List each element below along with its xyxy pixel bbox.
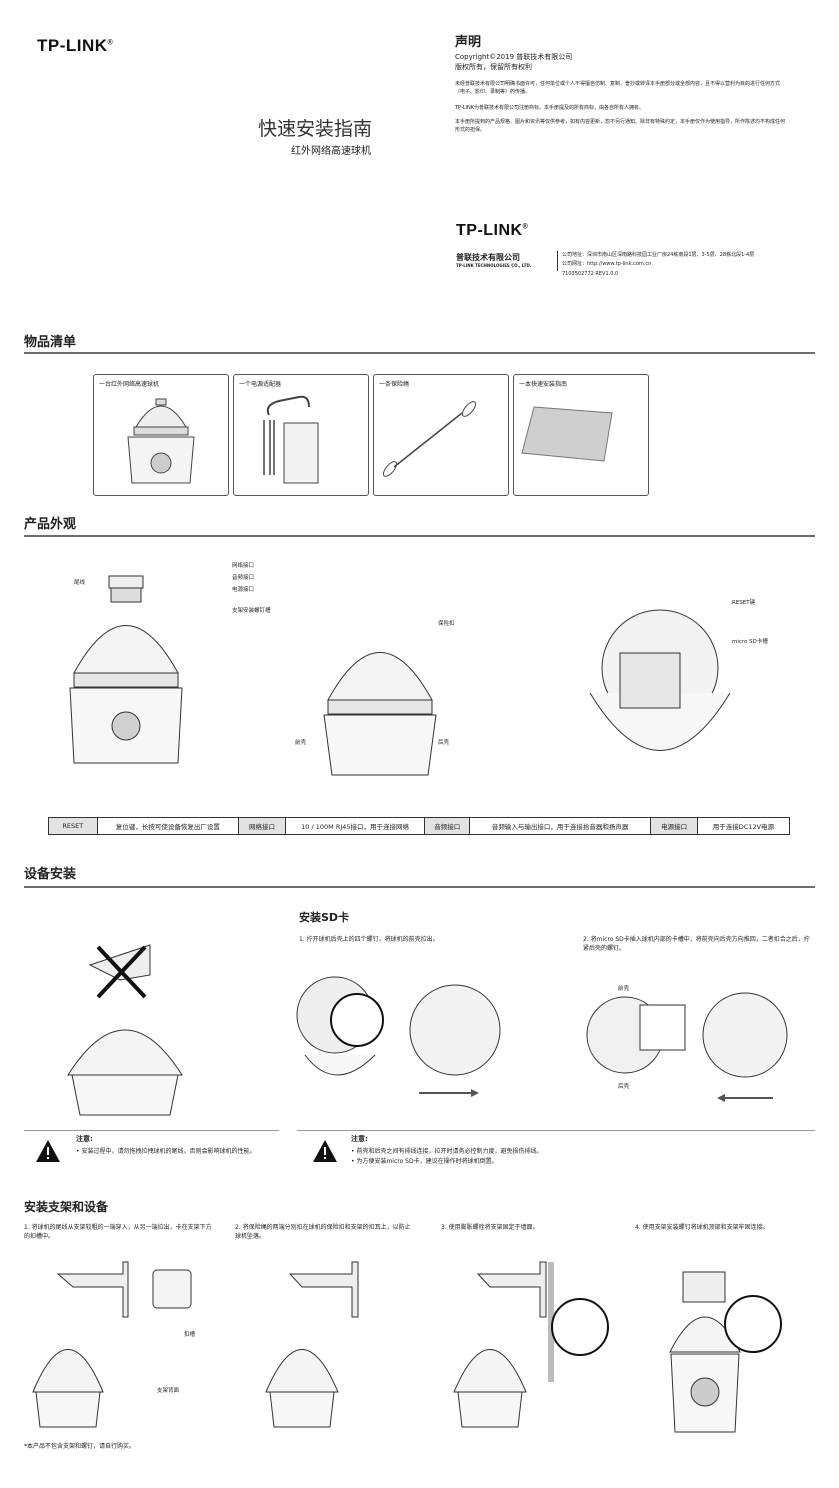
brand-logo: TP-LINK® bbox=[37, 36, 113, 56]
camera-side-illustration bbox=[323, 652, 437, 776]
bracket-heading: 安装支架和设备 bbox=[24, 1200, 109, 1214]
callout-tail: 尾线 bbox=[74, 580, 86, 586]
statement-copyright: Copyright©2019 普联技术有限公司 bbox=[455, 53, 573, 61]
packing-item-label: 一条保险绳 bbox=[379, 381, 410, 388]
sd-heading: 安装SD卡 bbox=[299, 911, 350, 924]
callout-safety: 保险扣 bbox=[438, 621, 455, 627]
registered-mark: ® bbox=[107, 39, 114, 47]
sd-front-label: 前壳 bbox=[618, 986, 630, 992]
brand-logo-text: TP-LINK bbox=[37, 36, 108, 55]
bracket-step2: 2. 将保险绳的两端分别扣在球机的保险扣和支架的扣耳上，以防止球机坠落。 bbox=[235, 1224, 411, 1240]
note1-text: • 安装过程中，请勿拖拽拉拽球机的尾线，否则会影响球机的性能。 bbox=[76, 1148, 256, 1155]
company-name-cn: 普联技术有限公司 bbox=[456, 253, 520, 262]
warning-icon bbox=[36, 1140, 60, 1162]
sd-step2: 2. 将micro SD卡插入球机内部的卡槽中，将前壳向后壳方向推回，二者扣合之… bbox=[583, 936, 810, 952]
packing-heading: 物品清单 bbox=[24, 335, 77, 350]
packing-item-adapter: 一个电源适配器 bbox=[233, 374, 369, 496]
sd-step1-illustration bbox=[296, 976, 501, 1097]
appearance-heading: 产品外观 bbox=[24, 517, 77, 532]
cover-title: 快速安装指南 bbox=[258, 118, 373, 140]
install-rule bbox=[24, 886, 815, 888]
bracket-clip-label: 扣槽 bbox=[184, 1332, 196, 1338]
note2-label: 注意: bbox=[351, 1135, 368, 1143]
bracket-back-label: 支架背面 bbox=[157, 1388, 180, 1394]
callout-audio: 音频接口 bbox=[232, 575, 255, 581]
statement-p2: TP-LINK为普联技术有限公司注册商标。本手册提及的所有商标，由各自所有人拥有… bbox=[455, 105, 645, 111]
spec-key-reset: RESET bbox=[49, 818, 98, 834]
camera-icon bbox=[127, 398, 195, 484]
camera-open-illustration bbox=[589, 609, 731, 751]
packing-item-camera: 一台红外网络高速球机 bbox=[93, 374, 229, 496]
statement-heading: 声明 bbox=[455, 35, 482, 50]
adapter-icon bbox=[263, 395, 319, 484]
company-logo: TP-LINK® bbox=[456, 222, 528, 240]
note1-label: 注意: bbox=[76, 1135, 93, 1143]
bracket-step3-illustration bbox=[453, 1261, 609, 1428]
note1-body: 安装过程中，请勿拖拽拉拽球机的尾线，否则会影响球机的性能。 bbox=[81, 1148, 256, 1155]
spec-val-audio: 音频输入与输出接口，用于连接拾音器和扬声器 bbox=[470, 818, 652, 834]
packing-item-rope: 一条保险绳 bbox=[373, 374, 509, 496]
install-heading: 设备安装 bbox=[24, 867, 77, 882]
spec-key-power: 电源接口 bbox=[651, 818, 698, 834]
note-divider-left bbox=[24, 1130, 279, 1131]
packing-item-label: 一个电源适配器 bbox=[239, 381, 282, 388]
callout-sd: micro SD卡槽 bbox=[732, 639, 768, 645]
note2b-body: 为方便安装micro SD卡，建议在操作时将球机倒置。 bbox=[356, 1158, 498, 1165]
no-pull-illustration bbox=[67, 944, 183, 1116]
callout-reset: RESET键 bbox=[732, 600, 756, 606]
bracket-step3: 3. 使用膨胀螺栓将支架固定于墙面。 bbox=[441, 1224, 539, 1231]
spec-val-network: 10 / 100M RJ45接口，用于连接网络 bbox=[286, 818, 426, 834]
company-registered-mark: ® bbox=[522, 223, 529, 231]
guide-booklet-icon bbox=[521, 406, 613, 462]
warning-icon-2 bbox=[313, 1140, 337, 1162]
company-code: 7103502772 REV1.0.0 bbox=[562, 271, 619, 277]
company-name-en: TP-LINK TECHNOLOGIES CO., LTD. bbox=[456, 263, 532, 268]
sd-back-label: 后壳 bbox=[618, 1084, 630, 1090]
note2-text-b: • 为方便安装micro SD卡，建议在操作时将球机倒置。 bbox=[351, 1158, 498, 1165]
sd-step2-illustration bbox=[586, 992, 788, 1102]
bracket-footnote: *本产品不包含支架和螺钉，请自行购买。 bbox=[24, 1443, 136, 1450]
bracket-step2-illustration bbox=[265, 1261, 359, 1428]
company-website: 公司网址：http://www.tp-link.com.cn bbox=[562, 261, 652, 267]
bracket-step1: 1. 将球机的尾线从支架较粗的一端穿入，从另一端拉出，卡在支架下方的扣槽中。 bbox=[24, 1224, 212, 1240]
note2a-body: 前壳和后壳之间有排线连接，拉开时请务必控制力度，避免损伤排线。 bbox=[356, 1148, 543, 1155]
callout-power: 电源接口 bbox=[232, 587, 255, 593]
statement-rights: 版权所有，保留所有权利 bbox=[455, 63, 532, 71]
callout-bracket: 支架安装螺钉槽 bbox=[232, 608, 271, 614]
note-divider-right bbox=[297, 1130, 815, 1131]
packing-item-label: 一台红外网络高速球机 bbox=[99, 381, 160, 388]
bracket-step4: 4. 使用支架安装螺钉将球机顶部和支架牢固连接。 bbox=[635, 1224, 769, 1231]
bracket-step4-illustration bbox=[669, 1271, 782, 1433]
spec-table: RESET 复位键，长按可使设备恢复出厂设置 网络接口 10 / 100M RJ… bbox=[48, 817, 790, 835]
spec-key-network: 网络接口 bbox=[239, 818, 286, 834]
callout-network: 网络接口 bbox=[232, 563, 255, 569]
statement-p3: 本手册所提到的产品规格、图片和资讯等仅供参考，如有内容更新，恕不另行通知。除非有… bbox=[455, 119, 786, 133]
cover-subtitle: 红外网络高速球机 bbox=[291, 146, 371, 157]
appearance-rule bbox=[24, 535, 815, 537]
sd-step1: 1. 拧开球机后壳上的四个螺钉，将球机的前壳拉出。 bbox=[299, 936, 439, 943]
spec-val-reset: 复位键，长按可使设备恢复出厂设置 bbox=[98, 818, 240, 834]
camera-front-illustration bbox=[69, 575, 183, 764]
packing-rule bbox=[24, 352, 815, 354]
packing-item-guide: 一本快速安装指南 bbox=[513, 374, 649, 496]
statement-p1: 未经普联技术有限公司明确书面许可，任何单位或个人不得擅自仿制、复制、誊抄或转译本… bbox=[455, 81, 781, 95]
callout-back: 后壳 bbox=[438, 740, 450, 746]
company-logo-text: TP-LINK bbox=[456, 222, 523, 239]
company-divider bbox=[557, 251, 558, 271]
safety-rope-icon bbox=[382, 401, 477, 477]
spec-key-audio: 音频接口 bbox=[425, 818, 471, 834]
callout-front: 前壳 bbox=[295, 740, 307, 746]
note2-text-a: • 前壳和后壳之间有排线连接，拉开时请务必控制力度，避免损伤排线。 bbox=[351, 1148, 543, 1155]
bracket-step1-illustration bbox=[32, 1261, 192, 1428]
spec-val-power: 用于连接DC12V电源 bbox=[712, 823, 775, 831]
company-address: 公司地址：深圳市南山区深南路科技园工业厂房24栋南段1层、3-5层、28栋北段1… bbox=[562, 252, 755, 258]
packing-item-label: 一本快速安装指南 bbox=[519, 381, 568, 388]
